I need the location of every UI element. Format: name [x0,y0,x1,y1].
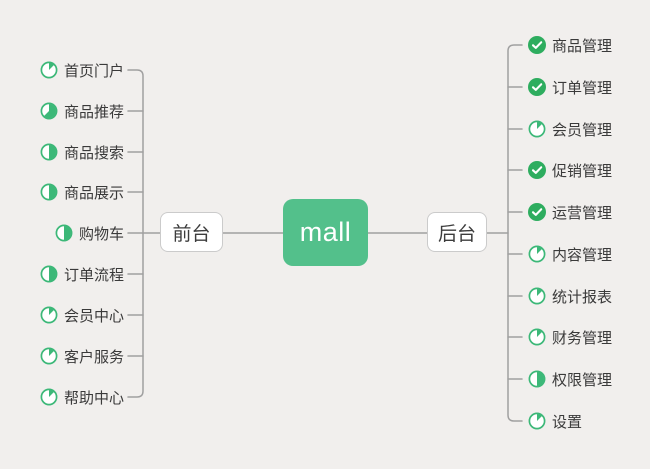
root-node-label: mall [299,217,352,247]
mindmap-item[interactable]: 客户服务 [40,343,124,369]
item-label: 商品推荐 [63,103,124,121]
task-progress-pie-icon [40,143,58,161]
item-label: 客户服务 [63,348,124,366]
item-label: 促销管理 [552,162,613,180]
root-node-mall[interactable]: mall [283,199,368,266]
task-progress-pie-icon [40,265,58,283]
task-done-check-icon [528,203,546,221]
mindmap-item[interactable]: 财务管理 [528,324,612,350]
mindmap-item[interactable]: 内容管理 [528,241,612,267]
mindmap-item[interactable]: 订单流程 [40,261,124,287]
item-label: 运营管理 [552,204,613,222]
item-label: 订单流程 [63,266,124,284]
item-label: 内容管理 [552,246,613,264]
item-label: 首页门户 [63,62,124,80]
mindmap-item[interactable]: 购物车 [55,220,124,246]
mindmap-item[interactable]: 设置 [528,408,582,434]
item-label: 统计报表 [552,288,613,306]
item-label: 会员管理 [552,121,613,139]
task-done-check-icon [528,78,546,96]
item-label: 设置 [552,413,583,431]
mindmap-item[interactable]: 商品推荐 [40,98,124,124]
mindmap-item[interactable]: 订单管理 [528,74,612,100]
mindmap-item[interactable]: 统计报表 [528,283,612,309]
task-progress-pie-icon [40,61,58,79]
branch-node-label: 前台 [172,223,211,245]
task-progress-pie-icon [528,245,546,263]
task-progress-pie-icon [528,370,546,388]
item-label: 财务管理 [552,329,613,347]
mindmap-item[interactable]: 会员管理 [528,116,612,142]
mindmap-item[interactable]: 促销管理 [528,157,612,183]
item-label: 权限管理 [552,371,613,389]
task-progress-pie-icon [55,224,73,242]
branch-node-label: 后台 [437,223,476,245]
mindmap-item[interactable]: 商品搜索 [40,139,124,165]
task-done-check-icon [528,161,546,179]
task-progress-pie-icon [40,388,58,406]
item-label: 订单管理 [552,79,613,97]
task-progress-pie-icon [528,120,546,138]
task-progress-pie-icon [40,183,58,201]
task-progress-pie-icon [528,328,546,346]
item-label: 帮助中心 [63,389,124,407]
item-label: 商品管理 [552,37,613,55]
mindmap-item[interactable]: 商品展示 [40,179,124,205]
branch-node-frontend[interactable]: 前台 [160,212,223,252]
task-progress-pie-icon [40,306,58,324]
mindmap-item[interactable]: 首页门户 [40,57,124,83]
item-label: 商品展示 [63,184,124,202]
task-progress-pie-icon [528,412,546,430]
task-done-check-icon [528,36,546,54]
mindmap-item[interactable]: 会员中心 [40,302,124,328]
branch-node-backend[interactable]: 后台 [427,212,487,252]
item-label: 商品搜索 [63,144,124,162]
item-label: 会员中心 [63,307,124,325]
task-progress-pie-icon [40,102,58,120]
item-label: 购物车 [78,225,124,243]
task-progress-pie-icon [40,347,58,365]
mindmap-item[interactable]: 运营管理 [528,199,612,225]
mindmap-item[interactable]: 帮助中心 [40,384,124,410]
mindmap-item[interactable]: 权限管理 [528,366,612,392]
mindmap-item[interactable]: 商品管理 [528,32,612,58]
task-progress-pie-icon [528,287,546,305]
